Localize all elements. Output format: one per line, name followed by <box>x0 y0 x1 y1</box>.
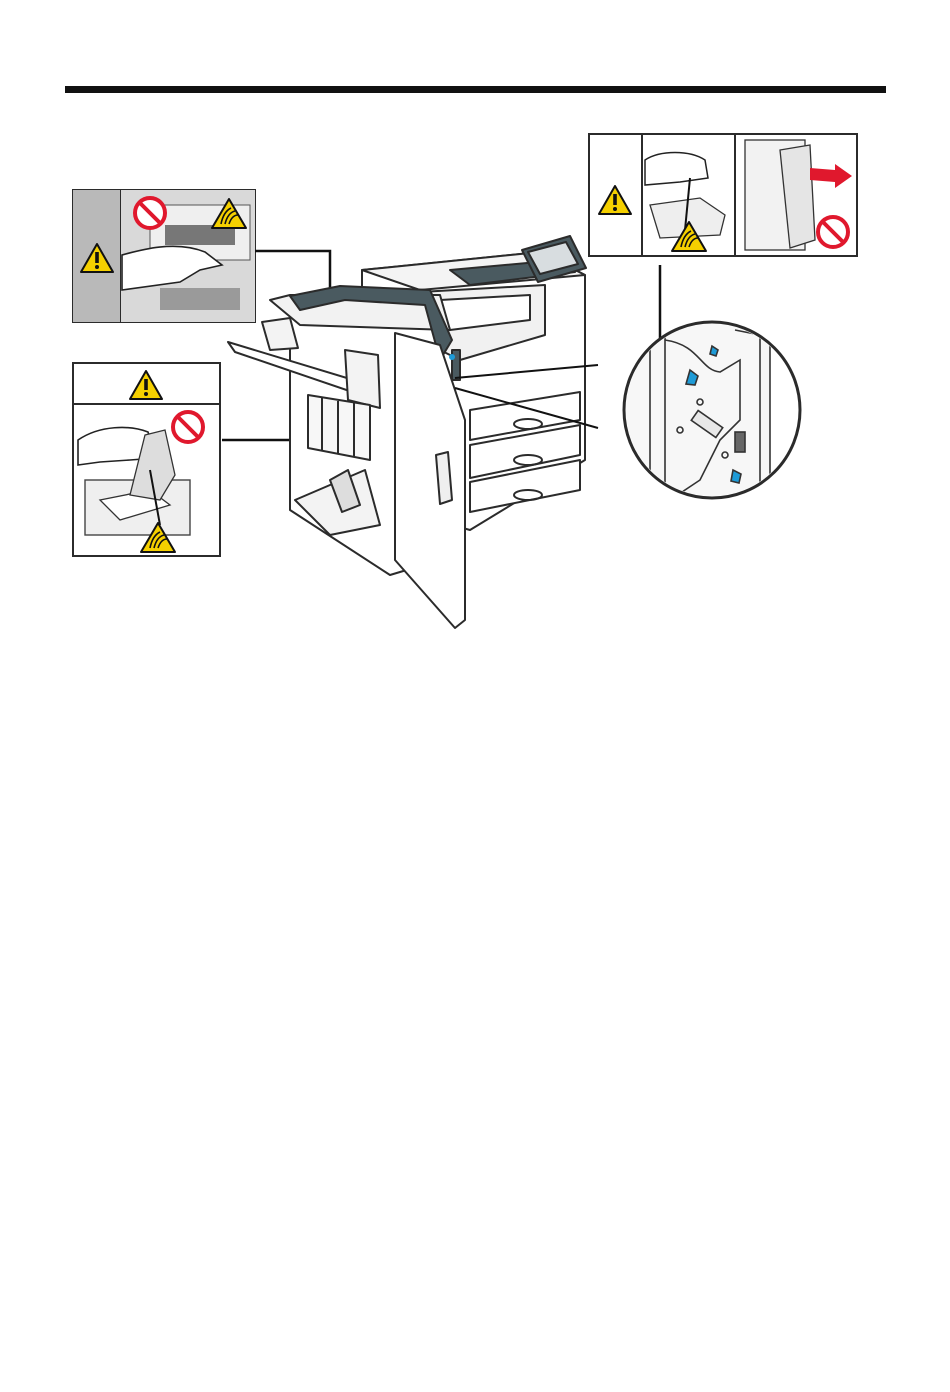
label-panel-top-right <box>589 134 857 256</box>
label-panel-middle-left <box>73 363 220 556</box>
printer-finisher-illustration <box>0 0 950 700</box>
magnified-interior-view <box>620 320 800 510</box>
printer-body <box>228 236 586 628</box>
label-panel-top-left <box>73 190 255 322</box>
